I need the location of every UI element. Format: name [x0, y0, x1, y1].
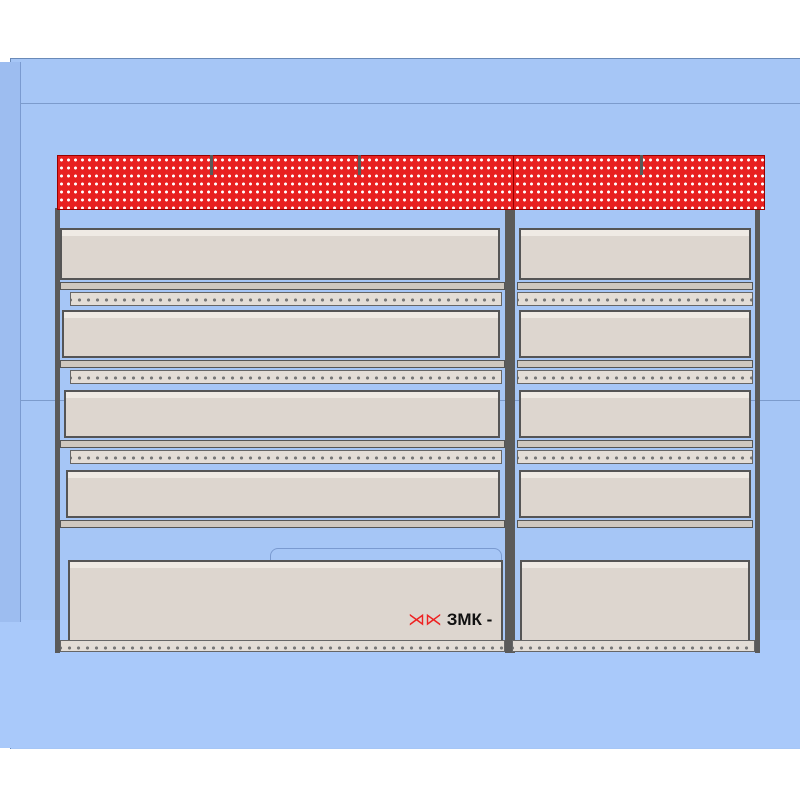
perforated-strip — [70, 370, 502, 384]
bin-divider — [358, 155, 361, 175]
bottom-drawer — [68, 560, 503, 642]
shelf-lip — [517, 360, 753, 368]
logo-text: ЗМК — [446, 610, 482, 629]
drawer — [66, 470, 500, 518]
tool-bin — [513, 155, 765, 210]
wall-line — [20, 103, 800, 104]
rack-post — [505, 208, 510, 653]
brand-logo: ⋊⋉ ЗМК - — [408, 610, 492, 630]
perforated-strip — [60, 640, 505, 652]
bottom-drawer — [520, 560, 750, 642]
shelf-lip — [60, 360, 505, 368]
van-side-wall — [0, 62, 21, 622]
logo-dash: - — [486, 610, 493, 629]
perforated-strip — [70, 292, 502, 306]
drawer — [62, 310, 500, 358]
shelf-lip — [517, 440, 753, 448]
drawer — [64, 390, 500, 438]
wheel-arch — [270, 548, 502, 563]
perforated-strip — [512, 640, 755, 652]
tool-bin — [57, 155, 514, 210]
drawer — [519, 470, 751, 518]
perforated-strip — [517, 292, 753, 306]
rack-post — [55, 208, 60, 653]
perforated-strip — [70, 450, 502, 464]
bin-divider — [640, 155, 643, 175]
shelf-lip — [60, 282, 505, 290]
shelf-lip — [60, 440, 505, 448]
drawer — [519, 310, 751, 358]
drawer — [60, 228, 500, 280]
rack-post — [755, 208, 760, 653]
drawer — [519, 228, 751, 280]
drawer — [519, 390, 751, 438]
bin-divider — [210, 155, 213, 175]
shelf-lip — [60, 520, 505, 528]
logo-mark: ⋊⋉ — [408, 610, 442, 629]
shelf-lip — [517, 282, 753, 290]
perforated-strip — [517, 450, 753, 464]
perforated-strip — [517, 370, 753, 384]
rack-post — [510, 208, 515, 653]
shelf-lip — [517, 520, 753, 528]
